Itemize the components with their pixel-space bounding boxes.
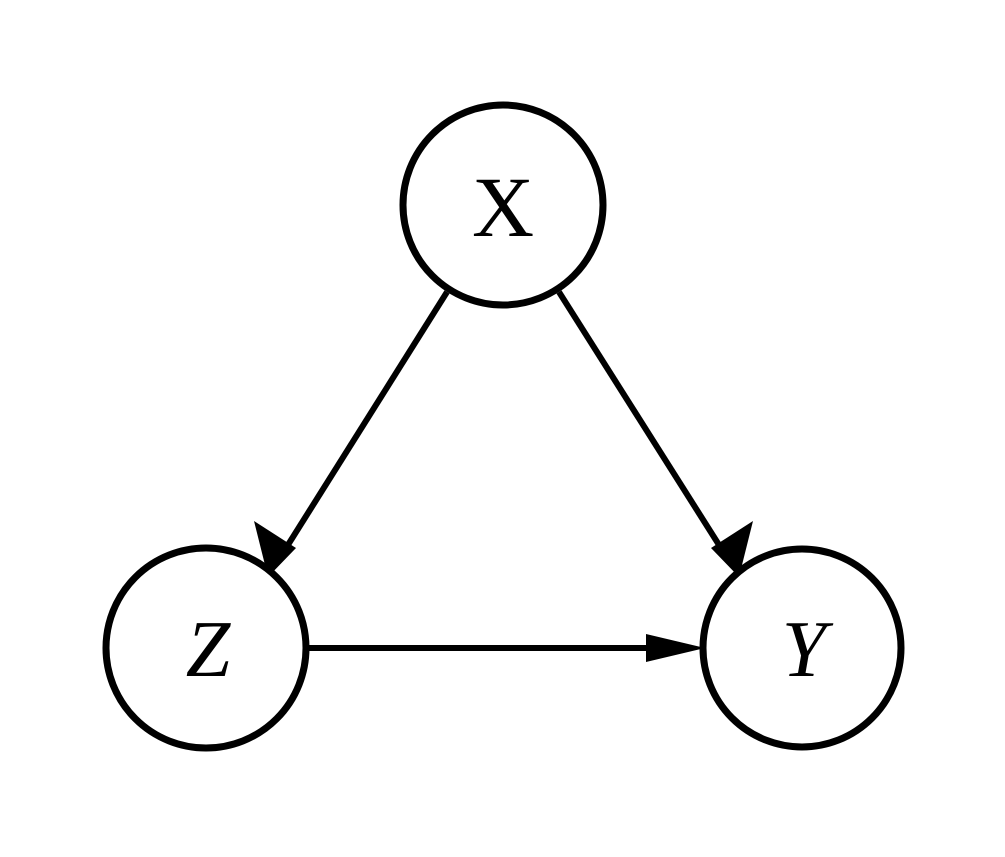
arrowhead-x-to-y-icon	[711, 521, 753, 577]
node-z-label: Z	[186, 606, 232, 694]
node-x[interactable]: X	[399, 101, 607, 309]
edge-x-to-y-line	[556, 290, 729, 558]
node-y[interactable]: Y	[699, 545, 905, 751]
node-x-circle	[399, 101, 607, 309]
edge-z-to-y[interactable]	[306, 634, 705, 662]
edge-x-to-y[interactable]	[556, 290, 753, 577]
node-z[interactable]: Z	[102, 544, 310, 752]
edge-x-to-z[interactable]	[254, 290, 450, 577]
edge-x-to-z-line	[278, 290, 450, 558]
node-y-label: Y	[782, 606, 834, 694]
node-z-circle	[102, 544, 310, 752]
node-x-label: X	[472, 159, 534, 255]
node-y-circle	[699, 545, 905, 751]
arrowhead-z-to-y-icon	[646, 634, 705, 662]
